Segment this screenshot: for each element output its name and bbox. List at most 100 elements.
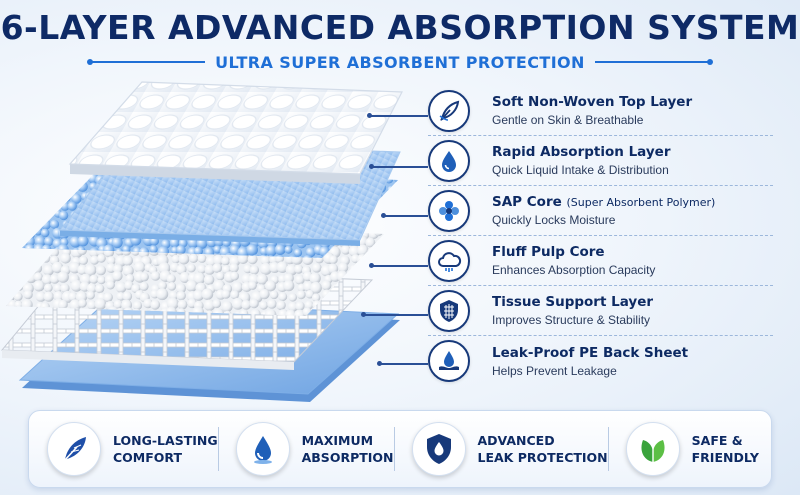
feature-title: SAP Core	[492, 194, 562, 210]
bead	[89, 255, 100, 265]
bead	[365, 299, 376, 310]
bead	[41, 274, 53, 285]
bead	[368, 219, 379, 229]
benefit-safe-friendly: SAFE & FRIENDLY	[607, 411, 771, 487]
bead	[24, 174, 34, 184]
bead	[6, 236, 7, 247]
layers-illustration	[0, 81, 403, 402]
bead	[294, 309, 306, 316]
bead	[87, 300, 97, 310]
bead	[302, 255, 313, 258]
bead	[26, 192, 36, 202]
bead	[6, 254, 15, 265]
bead	[285, 264, 298, 276]
bead	[293, 248, 303, 257]
bead	[175, 283, 186, 294]
feature-description: Gentle on Skin & Breathable	[492, 113, 644, 127]
bead	[383, 265, 384, 275]
bead	[187, 263, 196, 273]
bead	[58, 210, 69, 221]
bead	[36, 183, 46, 194]
drop-hand-icon	[428, 340, 470, 382]
bead	[42, 200, 53, 211]
bead	[349, 264, 359, 274]
feature-row-fluff-pulp: Fluff Pulp Core Enhances Absorption Capa…	[428, 236, 773, 286]
bead	[124, 280, 134, 290]
bead	[328, 255, 338, 265]
bead	[213, 254, 224, 266]
bead	[58, 299, 68, 310]
benefit-line-1: ADVANCED	[477, 433, 555, 448]
bead	[393, 227, 398, 237]
bead	[22, 227, 24, 239]
feature-description: Quick Liquid Intake & Distribution	[492, 163, 669, 177]
bead	[385, 237, 394, 246]
bead	[221, 256, 230, 266]
bead	[212, 263, 223, 273]
bead	[276, 261, 289, 273]
bead	[60, 283, 70, 293]
bead	[84, 264, 97, 276]
bead	[24, 256, 34, 258]
bead	[367, 291, 378, 302]
shield-grid-icon	[428, 289, 470, 332]
bead	[274, 244, 286, 256]
bead	[374, 227, 383, 237]
bead	[213, 279, 226, 292]
bead	[149, 245, 158, 254]
bead	[285, 309, 297, 316]
bead	[259, 262, 272, 275]
bead	[32, 210, 41, 219]
bead	[284, 245, 293, 254]
page-subtitle: ULTRA SUPER ABSORBENT PROTECTION	[215, 52, 585, 72]
bead	[77, 181, 88, 192]
feature-title: Soft Non-Woven Top Layer	[492, 94, 693, 110]
benefit-line-2: FRIENDLY	[691, 450, 759, 465]
benefit-line-1: SAFE &	[691, 433, 743, 448]
bead	[247, 254, 258, 265]
bead	[22, 190, 24, 200]
bead	[24, 219, 35, 229]
bead	[13, 292, 23, 301]
bead	[70, 279, 83, 292]
bead	[22, 170, 28, 176]
bead	[106, 256, 116, 266]
bead	[122, 255, 133, 266]
bead	[112, 270, 123, 282]
bead	[7, 283, 19, 295]
bead	[356, 254, 369, 266]
water-drop-icon	[428, 139, 470, 182]
bead	[94, 298, 107, 310]
feature-row-rapid-absorption: Rapid Absorption Layer Quick Liquid Inta…	[428, 136, 773, 186]
bead	[357, 300, 370, 312]
bead	[166, 274, 176, 284]
bead	[230, 290, 240, 300]
bead	[53, 283, 63, 293]
bead	[373, 288, 384, 300]
bead	[34, 224, 45, 228]
bead	[68, 291, 78, 302]
bead	[385, 227, 395, 237]
bead	[341, 245, 351, 255]
bead	[392, 202, 398, 213]
bead	[22, 173, 23, 183]
bead	[384, 247, 394, 256]
bead	[6, 272, 10, 284]
bead	[150, 271, 161, 281]
feature-title: Leak-Proof PE Back Sheet	[492, 344, 689, 361]
bead	[13, 224, 24, 231]
connector-4	[369, 263, 428, 268]
bead	[193, 246, 203, 256]
bead	[6, 238, 16, 249]
connector-5	[361, 312, 428, 317]
bead	[348, 245, 361, 257]
bead	[305, 247, 316, 258]
bead	[97, 253, 106, 263]
bead	[393, 236, 398, 248]
bead	[68, 185, 78, 194]
bead	[229, 263, 239, 273]
bead	[296, 290, 306, 300]
bead	[373, 224, 384, 229]
